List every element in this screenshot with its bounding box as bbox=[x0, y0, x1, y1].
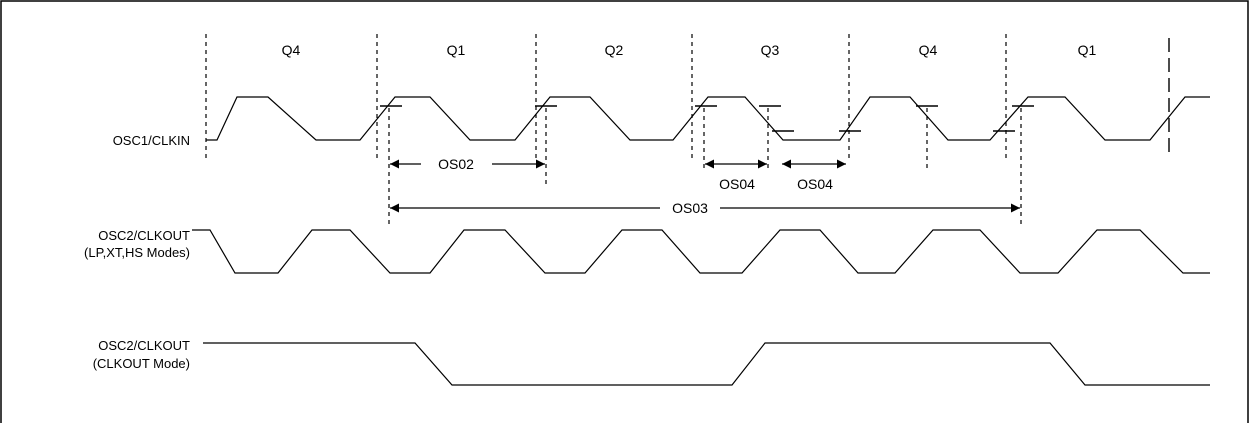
osc2-clkout-label-line2: (CLKOUT Mode) bbox=[93, 356, 190, 371]
measurement-extension-lines bbox=[388, 108, 1022, 228]
osc2-lp-label-line1: OSC2/CLKOUT bbox=[98, 228, 190, 243]
quarter-label: Q4 bbox=[919, 42, 938, 58]
quarter-label: Q4 bbox=[282, 42, 301, 58]
os02-label: OS02 bbox=[438, 156, 474, 172]
osc1-clkin-waveform bbox=[206, 96, 1210, 141]
osc2-clkout-waveform bbox=[203, 342, 1210, 386]
quarter-label: Q1 bbox=[1078, 42, 1097, 58]
threshold-ticks bbox=[380, 105, 1034, 132]
quarter-label: Q3 bbox=[761, 42, 780, 58]
quarter-labels: Q4 Q1 Q2 Q3 Q4 Q1 bbox=[282, 42, 1097, 58]
quarter-boundaries bbox=[205, 34, 1170, 160]
quarter-label: Q1 bbox=[447, 42, 466, 58]
osc2-clkout-label-line1: OSC2/CLKOUT bbox=[98, 338, 190, 353]
osc2-lp-label-line2: (LP,XT,HS Modes) bbox=[84, 245, 190, 260]
os04-second-label: OS04 bbox=[797, 176, 833, 192]
osc1-clkin-label: OSC1/CLKIN bbox=[113, 133, 190, 148]
osc2-lp-waveform bbox=[192, 229, 1210, 274]
quarter-label: Q2 bbox=[605, 42, 624, 58]
os03-label: OS03 bbox=[672, 200, 708, 216]
os04-first-label: OS04 bbox=[719, 176, 755, 192]
